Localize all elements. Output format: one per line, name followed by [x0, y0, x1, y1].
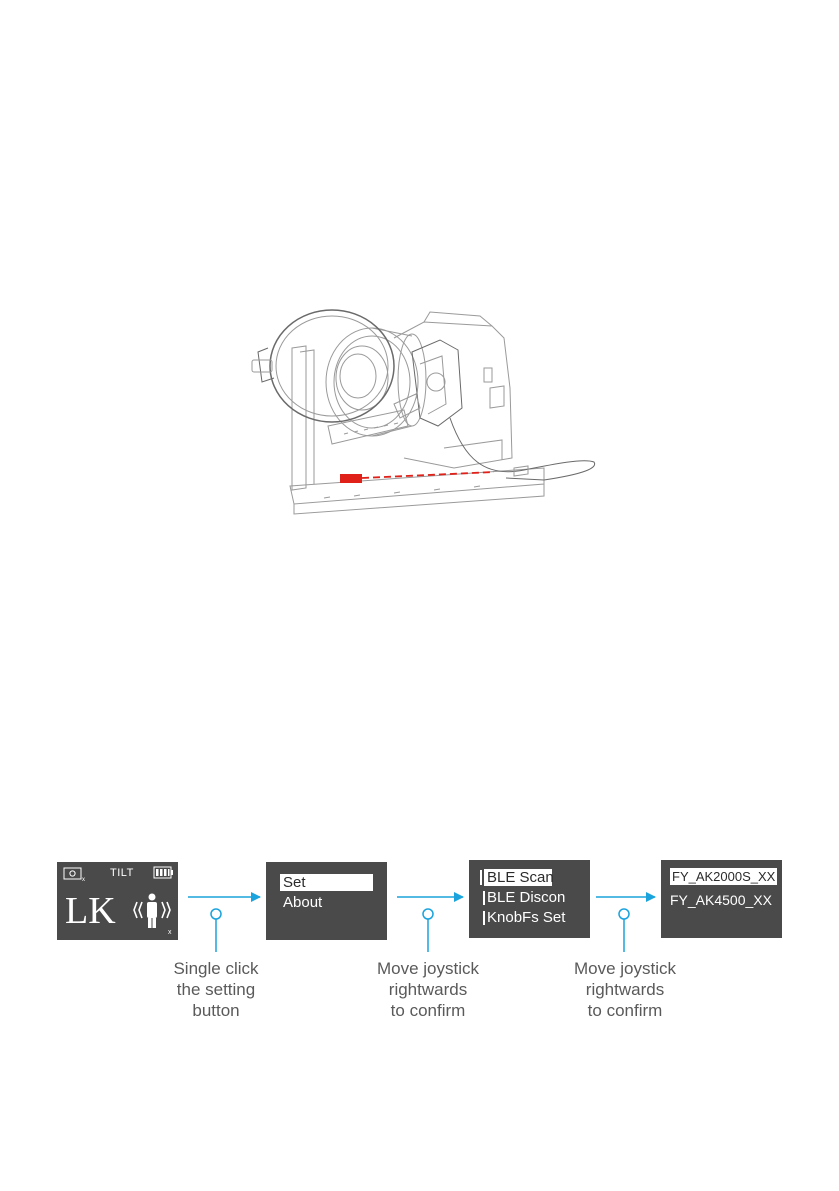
- selection-bar: [483, 911, 485, 925]
- camera-x-icon: x: [63, 866, 87, 882]
- svg-text:x: x: [168, 929, 172, 936]
- menu-item-ble-discon[interactable]: BLE Discon: [487, 889, 565, 906]
- menu-item-set[interactable]: Set: [280, 874, 373, 891]
- selection-bar: [483, 891, 485, 905]
- main-menu-screen: Set About: [266, 862, 387, 940]
- red-marker: [340, 474, 362, 483]
- person-vibrate-icon: x: [130, 892, 176, 936]
- device-item-ak2000s[interactable]: FY_AK2000S_XX: [670, 868, 777, 885]
- home-screen: x TILT LK x: [57, 862, 178, 940]
- menu-item-about[interactable]: About: [283, 894, 322, 911]
- svg-text:x: x: [82, 877, 85, 882]
- device-list-screen: FY_AK2000S_XX FY_AK4500_XX: [661, 860, 782, 938]
- camera-follow-focus-illustration: [244, 308, 600, 516]
- mode-text: LK: [65, 892, 116, 930]
- device-item-ak4500[interactable]: FY_AK4500_XX: [670, 892, 772, 909]
- menu-item-knobfs-set[interactable]: KnobFs Set: [487, 909, 565, 926]
- step-1-caption: Single click the setting button: [141, 958, 291, 1021]
- selection-bar: [480, 870, 482, 885]
- step-3-caption: Move joystick rightwards to confirm: [550, 958, 700, 1021]
- tilt-label: TILT: [110, 867, 134, 879]
- menu-item-ble-scan[interactable]: BLE Scan: [484, 869, 552, 886]
- step-2-caption: Move joystick rightwards to confirm: [353, 958, 503, 1021]
- red-dashed-line: [362, 472, 494, 478]
- set-menu-screen: BLE Scan BLE Discon KnobFs Set: [469, 860, 590, 938]
- battery-icon: [153, 866, 175, 880]
